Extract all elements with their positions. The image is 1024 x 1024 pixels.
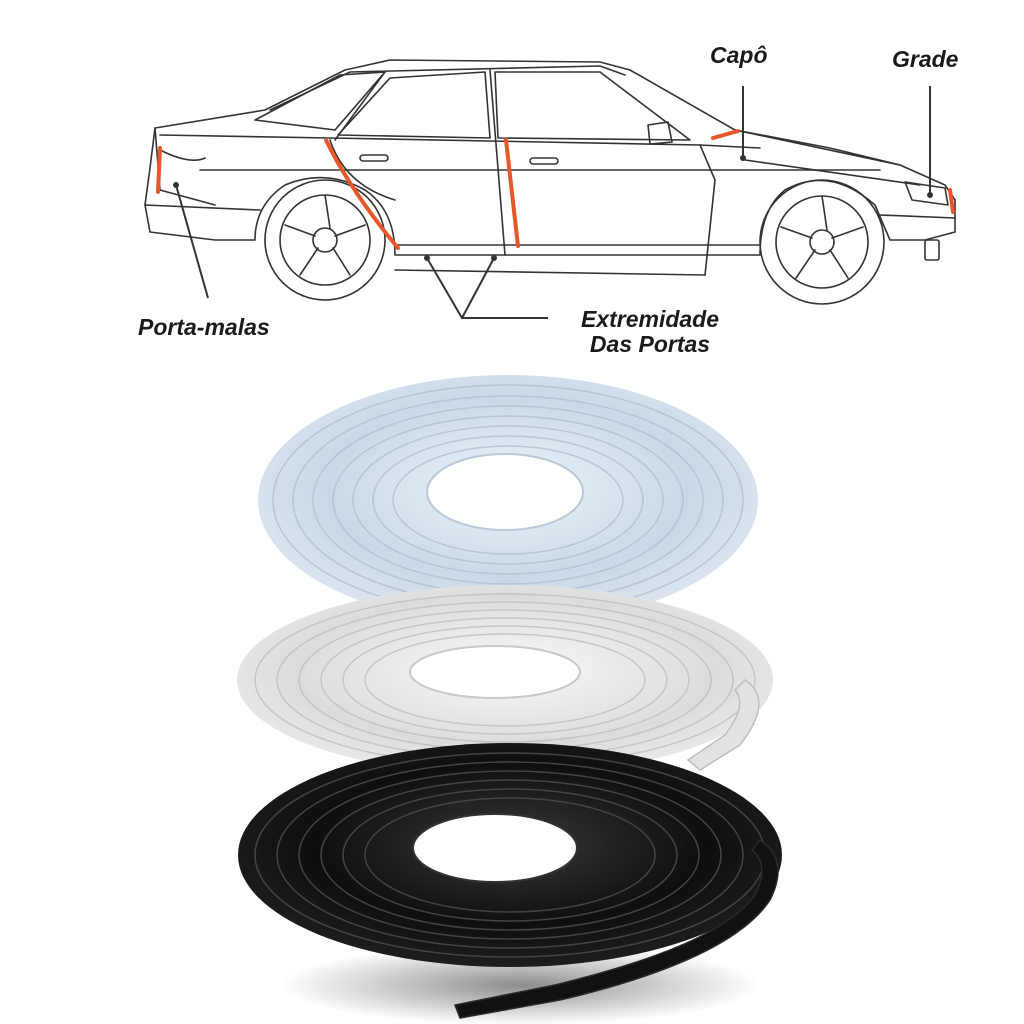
callout-dots bbox=[173, 155, 933, 261]
label-extremidade-line2: Das Portas bbox=[589, 331, 711, 358]
seal-highlights bbox=[156, 129, 955, 250]
callout-lines bbox=[175, 86, 931, 319]
label-grade: Grade bbox=[892, 46, 959, 72]
label-porta-malas: Porta-malas bbox=[138, 314, 270, 340]
black-roll bbox=[238, 743, 782, 1019]
label-capo: Capô bbox=[710, 42, 768, 68]
label-extremidade-line1: Extremidade bbox=[580, 306, 720, 332]
white-roll bbox=[237, 585, 773, 775]
car-outline-drawing bbox=[144, 59, 956, 305]
label-extremidade-das-portas: Extremidade Das Portas bbox=[560, 306, 740, 358]
